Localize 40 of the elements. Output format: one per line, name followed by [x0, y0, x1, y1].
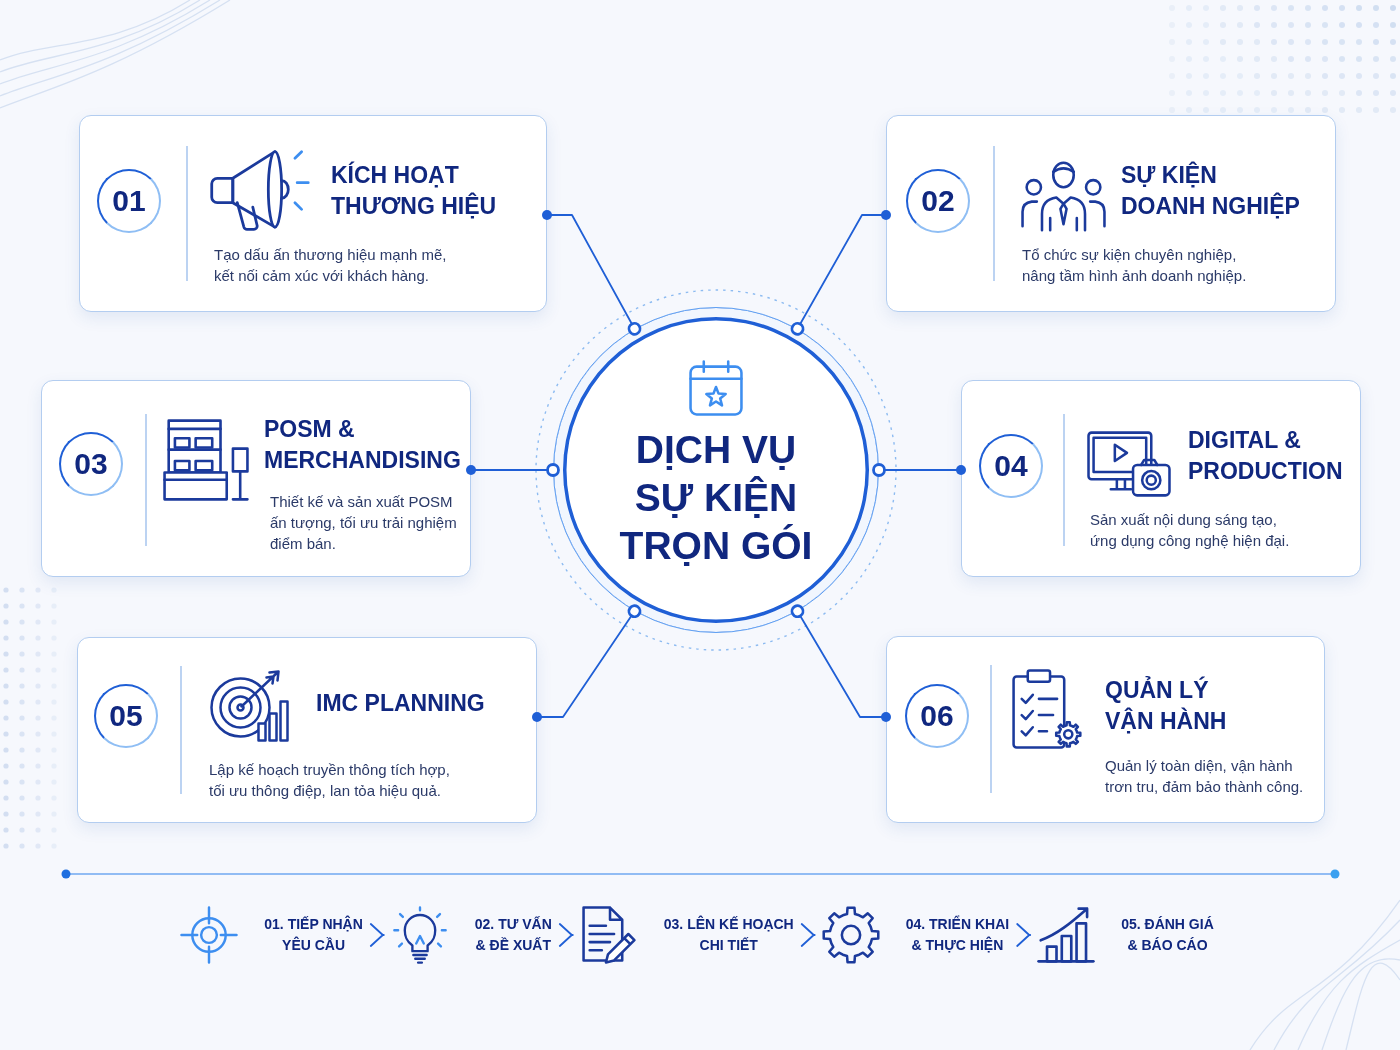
- card-description: Thiết kế và sản xuất POSM ấn tượng, tối ưu trải nghiệm điểm bán.: [270, 492, 457, 554]
- service-card: [77, 637, 537, 823]
- number-circle: 01: [97, 169, 161, 233]
- number-circle: 02: [906, 169, 970, 233]
- service-card: [886, 115, 1336, 312]
- connector-line: [466, 463, 560, 477]
- card-title: DIGITAL & PRODUCTION: [1188, 426, 1343, 486]
- number-circle: 06: [905, 684, 969, 748]
- card-description: Sản xuất nội dung sáng tạo, ứng dụng công nghệ hiện đại.: [1090, 510, 1290, 551]
- connector-line: [542, 210, 642, 336]
- number-circle: 05: [94, 684, 158, 748]
- service-card: [41, 380, 471, 577]
- step-label: 04. TRIỂN KHAI & THỰC HIỆN: [905, 914, 1010, 955]
- number-circle: 03: [59, 432, 123, 496]
- chevron-arrow: [369, 923, 385, 947]
- card-description: Tạo dấu ấn thương hiệu mạnh mẽ, kết nối cảm xúc với khách hàng.: [214, 245, 447, 286]
- connector-line: [532, 604, 642, 722]
- hub-title: DỊCH VỤ SỰ KIỆN TRỌN GÓI: [619, 427, 813, 569]
- step-label: 05. ĐÁNH GIÁ & BÁO CÁO: [1121, 915, 1214, 955]
- connector-line: [790, 210, 891, 336]
- card-title: SỰ KIỆN DOANH NGHIỆP: [1121, 160, 1300, 221]
- chevron-arrow: [558, 923, 574, 947]
- card-title: KÍCH HOẠT THƯƠNG HIỆU: [331, 160, 497, 221]
- card-title: QUẢN LÝ VẬN HÀNH: [1105, 675, 1227, 736]
- step-label: 03. LÊN KẾ HOẠCH CHI TIẾT: [663, 914, 794, 955]
- chevron-arrow: [1016, 923, 1032, 947]
- card-description: Lập kế hoạch truyền thông tích hợp, tối ưu thông điệp, lan tỏa hiệu quả.: [209, 760, 450, 801]
- step-label: 01. TIẾP NHẬN YÊU CẦU: [264, 914, 363, 955]
- connector-line: [872, 463, 966, 477]
- service-card: [961, 380, 1361, 577]
- card-description: Quản lý toàn diện, vận hành trơn tru, đảm bảo thành công.: [1105, 756, 1304, 797]
- number-circle: 04: [979, 434, 1043, 498]
- connector-line: [790, 604, 891, 722]
- card-description: Tổ chức sự kiện chuyên nghiệp, nâng tầm hình ảnh doanh nghiệp.: [1022, 245, 1247, 286]
- chevron-arrow: [800, 923, 816, 947]
- step-label: 02. TƯ VẤN & ĐỀ XUẤT: [474, 915, 552, 955]
- card-title: POSM & MERCHANDISING: [264, 415, 461, 475]
- card-title: IMC PLANNING: [316, 689, 485, 718]
- service-card: [886, 636, 1325, 823]
- service-card: [79, 115, 547, 312]
